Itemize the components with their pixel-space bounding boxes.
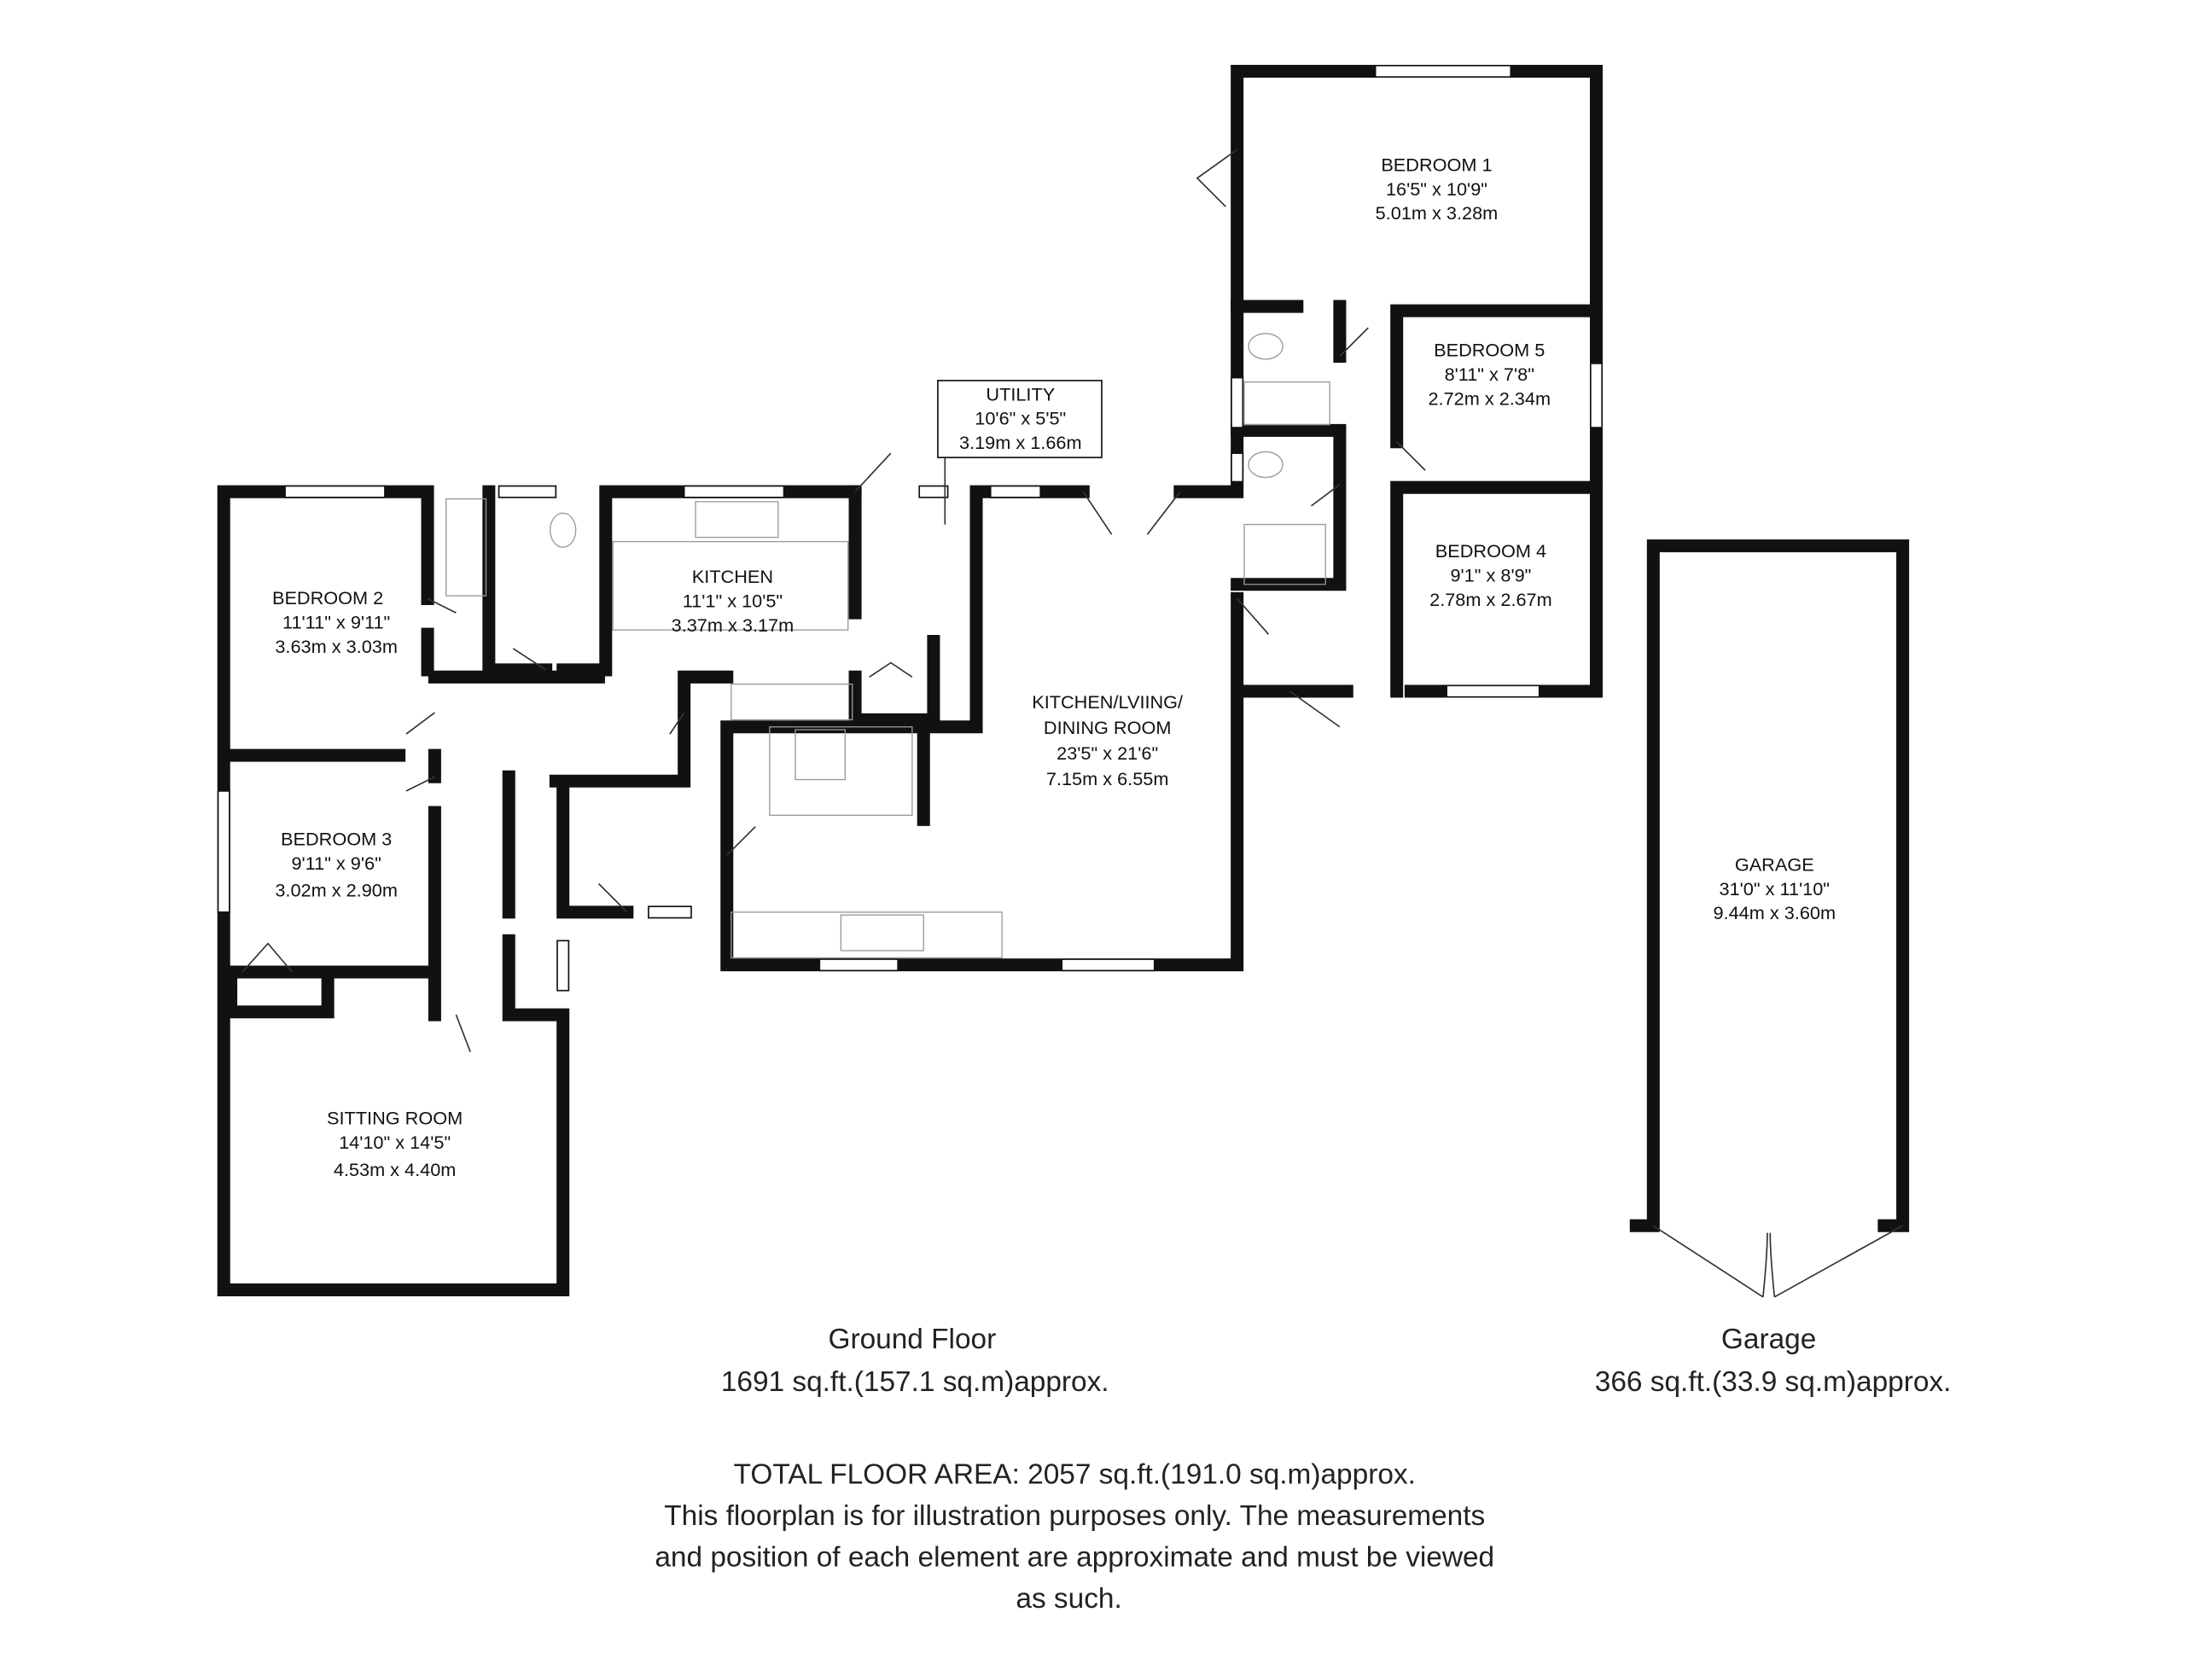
garage-title: Garage [1721, 1324, 1816, 1355]
floor-summaries: Ground Floor 1691 sq.ft.(157.1 sq.m)appr… [655, 1324, 1951, 1615]
disclaimer-line2: and position of each element are approxi… [655, 1541, 1494, 1573]
disclaimer-line1: This floorplan is for illustration purpo… [664, 1500, 1485, 1532]
disclaimer-line3: as such. [1016, 1583, 1121, 1615]
windows [217, 64, 1604, 992]
fixtures [445, 333, 1330, 958]
walls [217, 64, 1910, 1296]
garage-area: 366 sq.ft.(33.9 sq.m)approx. [1595, 1366, 1952, 1398]
ground-floor-area: 1691 sq.ft.(157.1 sq.m)approx. [721, 1366, 1109, 1398]
utility-label-box [937, 380, 1103, 458]
door-swings [242, 148, 1903, 1298]
total-area: TOTAL FLOOR AREA: 2057 sq.ft.(191.0 sq.m… [734, 1459, 1416, 1491]
ground-floor-title: Ground Floor [828, 1324, 996, 1355]
